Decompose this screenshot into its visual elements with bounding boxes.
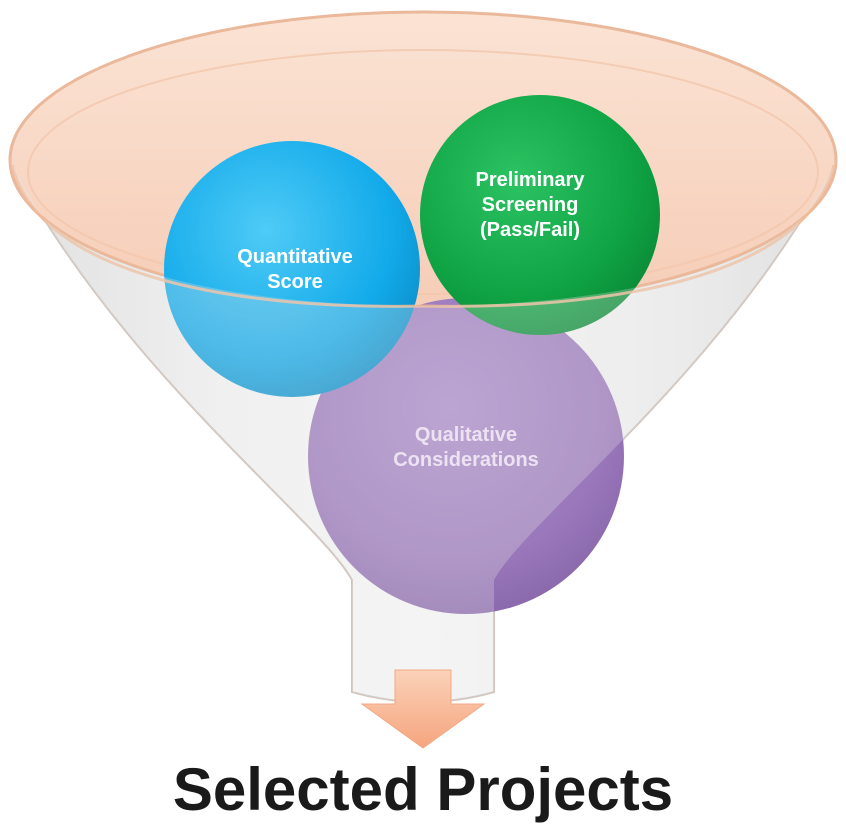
funnel-rim-back: [8, 10, 838, 310]
preliminary-screening-label: Preliminary Screening (Pass/Fail): [440, 165, 620, 245]
preliminary-line-3: (Pass/Fail): [479, 218, 581, 241]
quantitative-circle: [164, 141, 420, 397]
funnel-rim-front: [10, 164, 836, 308]
qualitative-circle: [308, 298, 624, 614]
quantitative-score-label: Quantitative Score: [200, 240, 390, 300]
selected-projects-title: Selected Projects: [172, 756, 674, 823]
preliminary-circle: [420, 95, 660, 335]
qualitative-line-2: Considerations: [393, 449, 539, 471]
down-arrow-icon: [360, 669, 486, 749]
preliminary-line-2: Screening: [481, 193, 579, 216]
preliminary-line-1: Preliminary: [475, 168, 585, 191]
quantitative-line-1: Quantitative: [237, 246, 353, 268]
qualitative-line-1: Qualitative: [414, 424, 518, 446]
qualitative-considerations-label: Qualitative Considerations: [366, 418, 566, 478]
funnel-rim-inner: [27, 49, 819, 295]
funnel-glass-overlay: [10, 160, 836, 702]
quantitative-line-2: Score: [267, 271, 323, 293]
